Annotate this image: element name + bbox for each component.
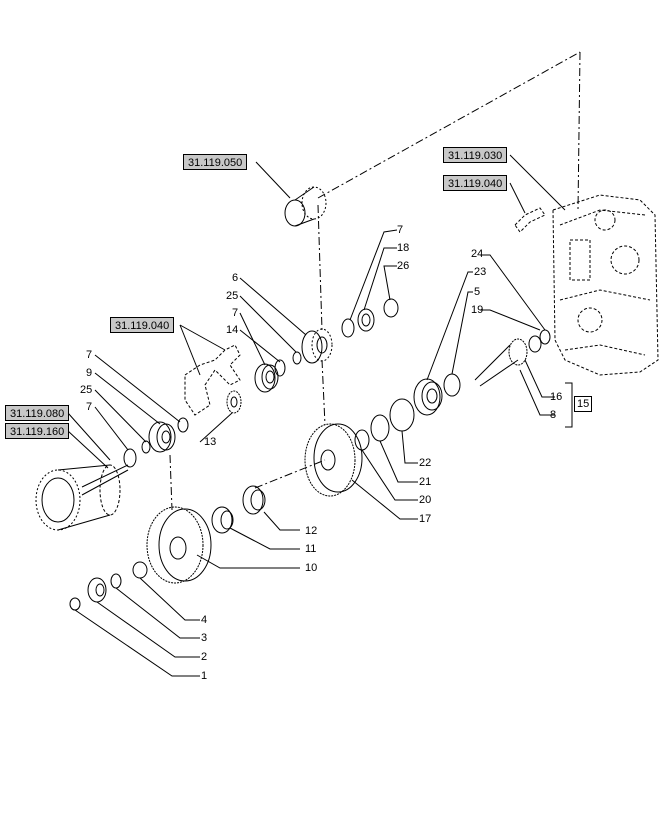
part-3: [110, 573, 122, 589]
part-number: 16: [550, 391, 563, 403]
snap-ring-26: [383, 298, 399, 318]
part-number: 8: [550, 409, 557, 421]
part-number: 20: [419, 494, 432, 506]
part-number: 11: [305, 543, 317, 555]
part-number: 23: [474, 266, 487, 278]
part-number: 24: [471, 248, 484, 260]
gear-9: [148, 421, 176, 453]
shift-fork: [184, 344, 241, 416]
ref-31-119-080[interactable]: 31.119.080: [5, 405, 70, 421]
ring-21: [370, 414, 390, 442]
bearing-2: [87, 577, 107, 603]
part-number: 7: [232, 307, 239, 319]
part-number: 25: [226, 290, 239, 302]
part-11: [211, 506, 234, 534]
ring-5: [443, 373, 461, 397]
part-number: 26: [397, 260, 410, 272]
part-number: 9: [86, 367, 93, 379]
part-number: 21: [419, 476, 432, 488]
part-12: [242, 485, 266, 515]
part-number: 5: [474, 286, 481, 298]
ref-31-119-050[interactable]: 31.119.050: [183, 154, 248, 170]
part-number: 6: [232, 272, 239, 284]
bearing-7-top: [341, 308, 375, 338]
part-number: 13: [204, 436, 217, 448]
part-number: 14: [226, 324, 239, 336]
part-number: 25: [80, 384, 93, 396]
ref-31-119-040-left[interactable]: 31.119.040: [110, 317, 175, 333]
lever-part: [514, 207, 546, 233]
part-number: 10: [305, 562, 318, 574]
ring-20: [354, 429, 370, 451]
gear-13: [226, 390, 242, 414]
part-number: 12: [305, 525, 318, 537]
part-number: 3: [201, 632, 208, 644]
washer-25-top: [292, 351, 302, 365]
bearing-7-upper-left: [177, 417, 189, 433]
bearing-7-left: [123, 448, 137, 468]
transmission-housing: [552, 194, 659, 376]
ref-31-119-160[interactable]: 31.119.160: [5, 423, 70, 439]
part-number: 7: [86, 401, 93, 413]
washer-25-left: [141, 440, 151, 454]
assembly-axis-lines: [169, 51, 581, 511]
gear-10: [146, 506, 212, 584]
part-number: 7: [86, 349, 93, 361]
output-shaft: [474, 329, 551, 387]
ring-22: [389, 398, 415, 432]
part-14: [274, 359, 286, 377]
part-4: [132, 561, 148, 579]
part-number: 18: [397, 242, 410, 254]
part-number-15-box: 15: [574, 396, 593, 412]
part-number: 17: [419, 513, 432, 525]
part-number: 19: [471, 304, 484, 316]
part-number: 2: [201, 651, 208, 663]
ref-31-119-030[interactable]: 31.119.030: [443, 147, 508, 163]
leader-lines: [67, 154, 573, 677]
bearing-23: [413, 378, 443, 416]
ref-31-119-040-right[interactable]: 31.119.040: [443, 175, 508, 191]
part-number: 1: [201, 670, 208, 682]
part-1: [69, 597, 81, 611]
part-number: 7: [397, 224, 404, 236]
clutch-drum: [35, 464, 129, 531]
gear-17: [304, 423, 363, 497]
gear-cluster-050: [284, 186, 327, 227]
part-number: 4: [201, 614, 208, 626]
gear-6: [301, 328, 333, 364]
part-number: 22: [419, 457, 432, 469]
